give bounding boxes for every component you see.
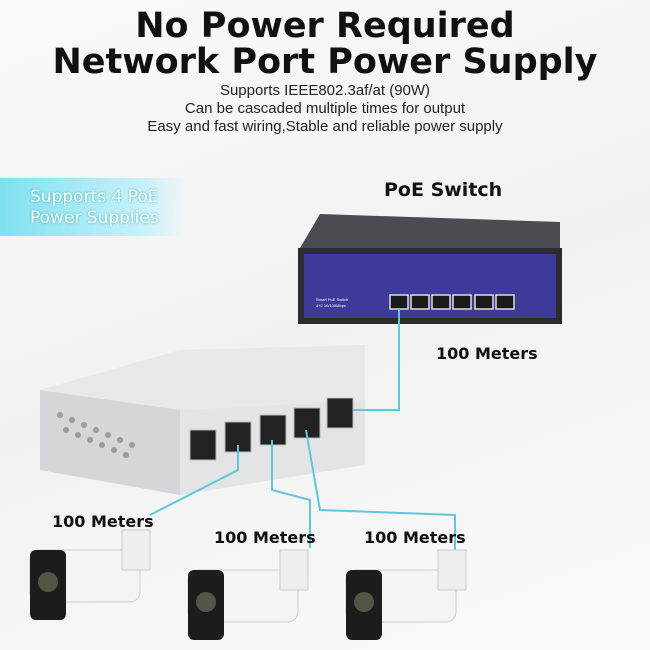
poe-extender-image (40, 345, 365, 495)
camera-3-distance: 100 Meters (364, 528, 466, 547)
uplink-distance: 100 Meters (436, 344, 538, 363)
badge-line-1: Supports 4 PoE (30, 187, 159, 207)
feature-1: Supports IEEE802.3af/at (90W) (219, 82, 431, 99)
camera-images (29, 529, 467, 640)
title-line-2: Network Port Power Supply (52, 42, 598, 82)
poe-count-badge: Supports 4 PoE Power Supplies (0, 178, 185, 236)
poe-switch-image: Smart PoE Switch 4+2 10/100Mbps (298, 214, 562, 324)
switch-panel-text-1: Smart PoE Switch (316, 297, 348, 302)
switch-panel-text-2: 4+2 10/100Mbps (316, 303, 346, 308)
camera-1-distance: 100 Meters (52, 512, 154, 531)
cables (149, 309, 456, 550)
camera-2-distance: 100 Meters (214, 528, 316, 547)
feature-2: Can be cascaded multiple times for outpu… (184, 100, 466, 117)
title-line-1: No Power Required (135, 6, 515, 46)
badge-line-2: Power Supplies (30, 208, 159, 228)
feature-3: Easy and fast wiring,Stable and reliable… (147, 118, 503, 135)
switch-label: PoE Switch (384, 179, 503, 201)
